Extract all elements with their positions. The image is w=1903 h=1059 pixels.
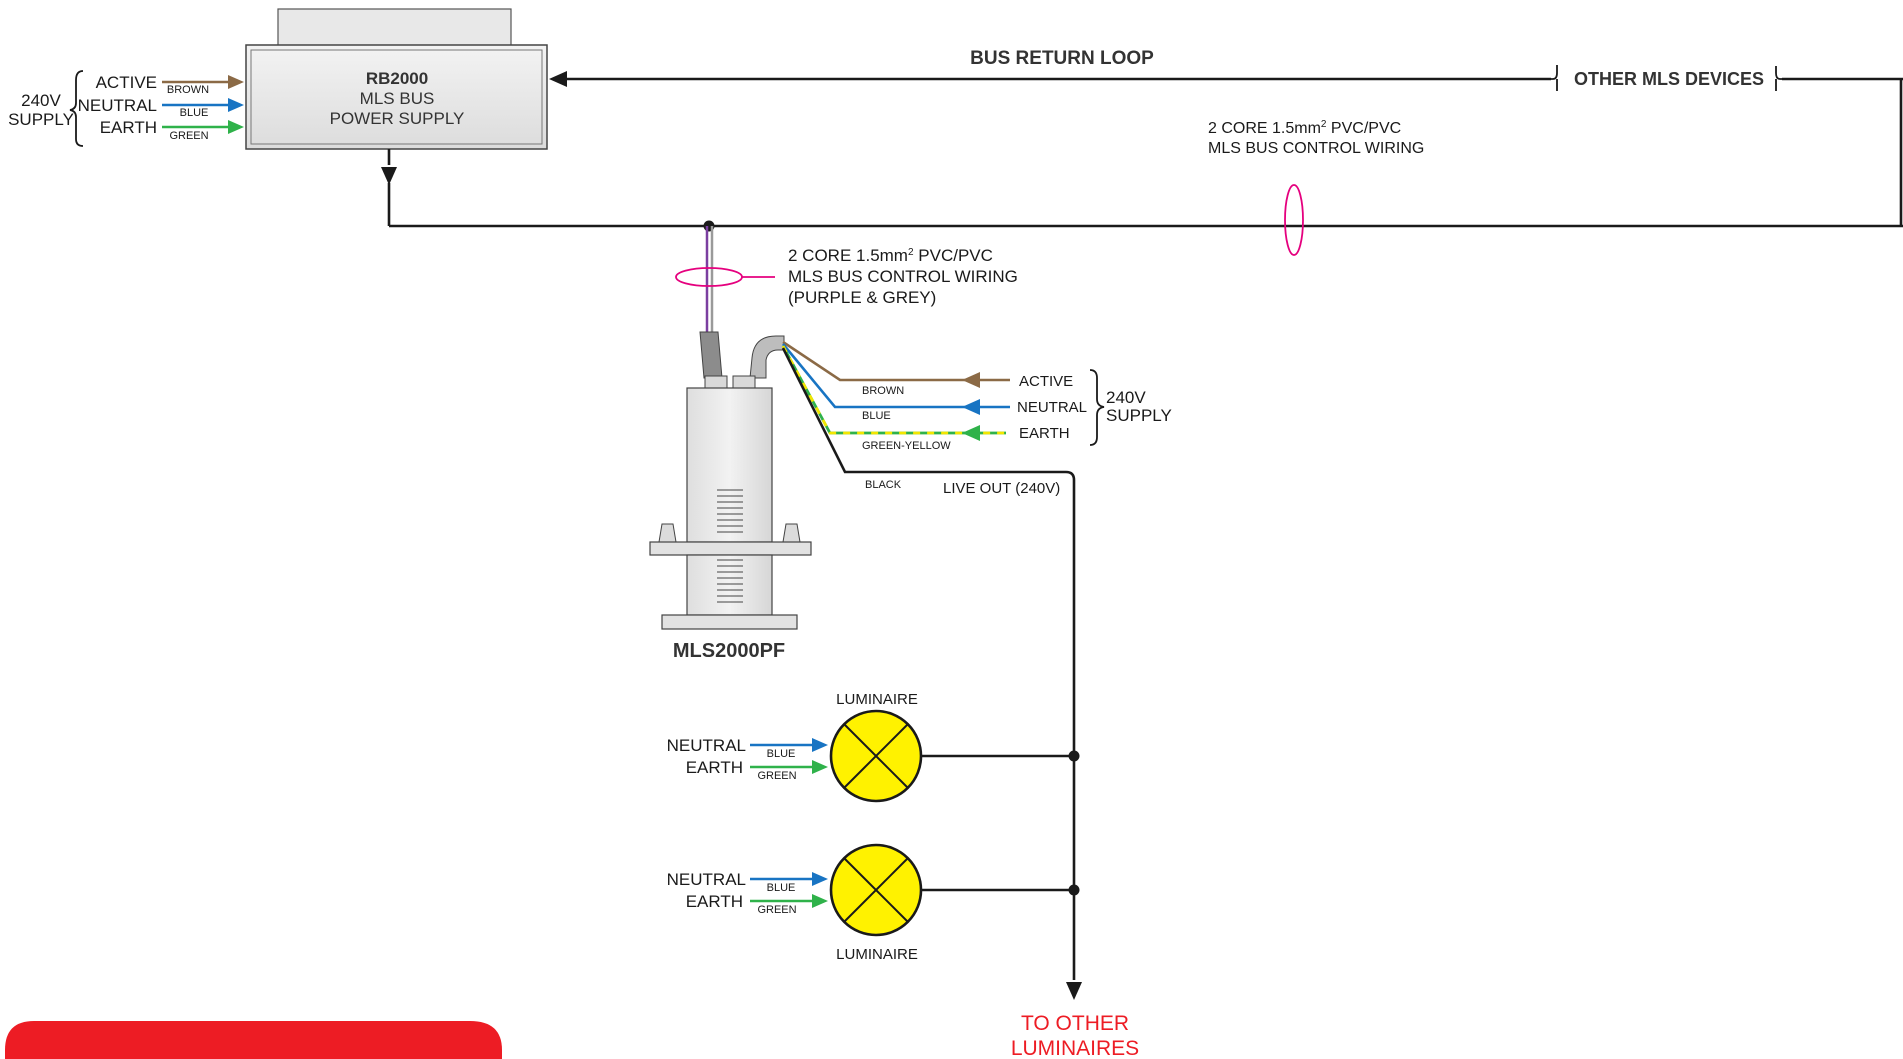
bus-return-arrow (549, 71, 567, 87)
rb2000-blue-arrow (228, 98, 244, 112)
mls-brown-arrow (962, 372, 980, 388)
mls-black-label: BLACK (865, 479, 902, 491)
rb2000-supply-word-label: SUPPLY (8, 110, 74, 129)
mls-blue-label: BLUE (862, 410, 891, 422)
luminaire-2-neutral-label: NEUTRAL (667, 870, 746, 889)
mls-neutral-label: NEUTRAL (1017, 399, 1087, 416)
rb2000-earth-label: EARTH (100, 118, 157, 137)
mls-brown-label: BROWN (862, 385, 904, 397)
rb2000-line1-label: MLS BUS (360, 89, 435, 108)
luminaire-1-neutral-label: NEUTRAL (667, 736, 746, 755)
rb2000-power-supply: RB2000 MLS BUS POWER SUPPLY (245, 8, 548, 150)
live-out-down-arrow (1066, 982, 1082, 1000)
mls-earth-label: EARTH (1019, 425, 1070, 442)
control-cable-line1-label: 2 CORE 1.5mm2 PVC/PVC (788, 246, 993, 265)
to-other-luminaires: TO OTHER LUMINAIRES (1011, 1012, 1139, 1059)
rb2000-green-arrow (228, 120, 244, 134)
mls-green-yellow-label: GREEN-YELLOW (862, 440, 951, 452)
luminaire-1-blue-label: BLUE (767, 748, 796, 760)
mls-brown-wire (782, 340, 975, 382)
mls-green-yellow-arrow (962, 425, 980, 441)
rb2000-bus-down-arrow (381, 167, 397, 185)
bus-return-loop-label: BUS RETURN LOOP (970, 48, 1154, 69)
mls-blue-wire (781, 343, 975, 409)
mls2000pf-device: MLS2000PF (649, 331, 812, 662)
rb2000-supply-brace (69, 70, 84, 147)
luminaire-1: LUMINAIRE NEUTRAL BLUE EARTH GREEN (667, 691, 1080, 803)
bus-cable-line2-label: MLS BUS CONTROL WIRING (1208, 140, 1424, 157)
mls-supply-voltage-label: 240V (1106, 388, 1146, 407)
rb2000-supply-voltage-label: 240V (21, 91, 61, 110)
rb2000-active-label: ACTIVE (96, 73, 157, 92)
luminaire-2-blue-label: BLUE (767, 882, 796, 894)
luminaire-1-earth-label: EARTH (686, 758, 743, 777)
mls2000pf-wires: BROWN ACTIVE BLUE NEUTRAL GREEN-YELLOW E… (781, 340, 1172, 1000)
mls-supply-word-label: SUPPLY (1106, 406, 1172, 425)
control-cable-marker (675, 267, 743, 287)
luminaire-1-label: LUMINAIRE (836, 691, 918, 708)
rb2000-neutral-label: NEUTRAL (78, 96, 157, 115)
rb2000-green-label: GREEN (169, 130, 208, 142)
rb2000-blue-label: BLUE (180, 107, 209, 119)
bus-loop: BUS RETURN LOOP OTHER MLS DEVICES 2 CORE… (381, 48, 1903, 256)
other-mls-devices-label: OTHER MLS DEVICES (1574, 69, 1764, 89)
luminaire-2-green-label: GREEN (757, 904, 796, 916)
control-wiring: 2 CORE 1.5mm2 PVC/PVC MLS BUS CONTROL WI… (675, 226, 1018, 332)
to-other-line1-label: TO OTHER (1021, 1012, 1129, 1035)
mls2000pf-model-label: MLS2000PF (673, 640, 785, 662)
control-cable-line3-label: (PURPLE & GREY) (788, 288, 936, 307)
luminaire-2-label: LUMINAIRE (836, 946, 918, 963)
luminaire-2: LUMINAIRE NEUTRAL BLUE EARTH GREEN (667, 843, 1080, 963)
bus-cable-marker (1284, 184, 1304, 256)
mls-live-out-label: LIVE OUT (240V) (943, 480, 1060, 497)
rb2000-brown-arrow (228, 75, 244, 89)
luminaire-1-junction (1068, 750, 1080, 762)
mls-supply-brace (1089, 369, 1105, 446)
to-other-line2-label: LUMINAIRES (1011, 1037, 1139, 1059)
mls-blue-arrow (962, 399, 980, 415)
mls-active-label: ACTIVE (1019, 373, 1073, 390)
rb2000-line2-label: POWER SUPPLY (330, 109, 465, 128)
mls-black-live-wire (781, 347, 1076, 980)
rb2000-model-label: RB2000 (366, 69, 428, 88)
luminaire-2-earth-label: EARTH (686, 892, 743, 911)
other-devices-right-brace (1775, 66, 1782, 91)
rb2000-supply-inputs: 240V SUPPLY ACTIVE BROWN NEUTRAL BLUE EA… (8, 70, 244, 147)
red-banner (5, 1021, 502, 1059)
other-devices-left-brace (1551, 65, 1558, 91)
control-cable-line2-label: MLS BUS CONTROL WIRING (788, 267, 1018, 286)
bus-cable-line1-label: 2 CORE 1.5mm2 PVC/PVC (1208, 119, 1401, 137)
rb2000-brown-label: BROWN (167, 84, 209, 96)
luminaire-2-junction (1068, 884, 1080, 896)
luminaire-1-green-label: GREEN (757, 770, 796, 782)
